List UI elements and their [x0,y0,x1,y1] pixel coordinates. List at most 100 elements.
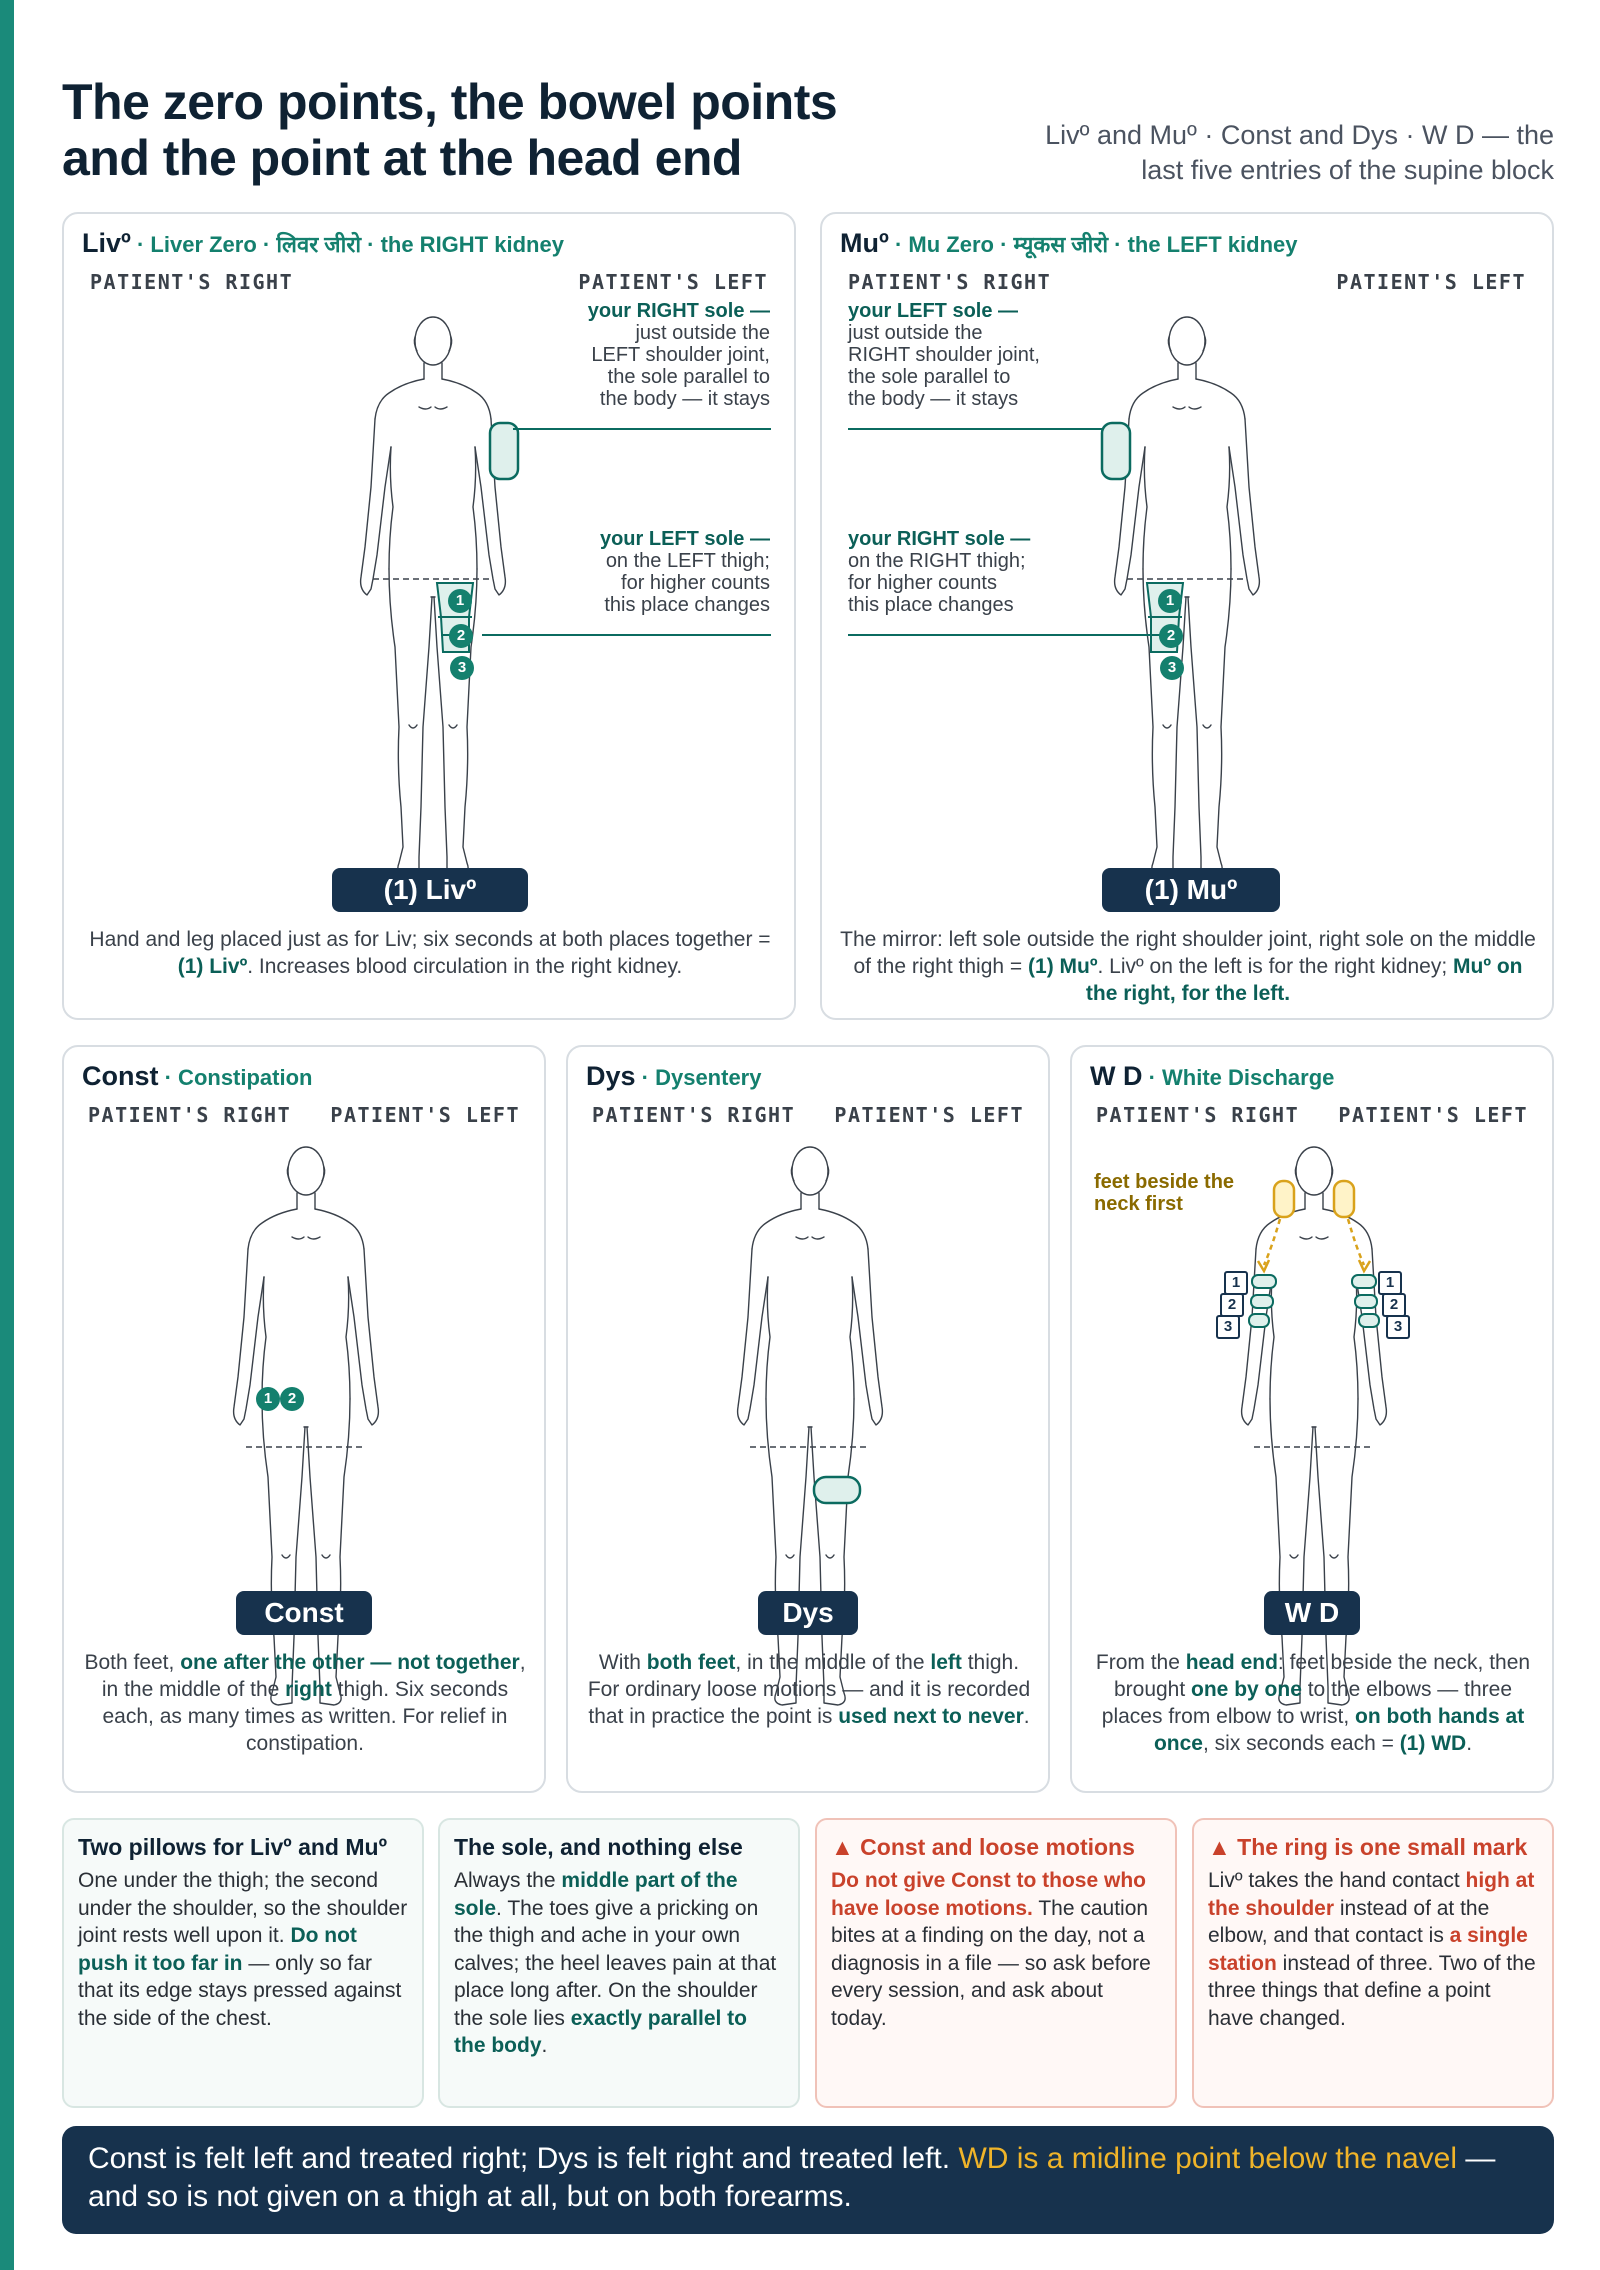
tip-text: . [541,2034,548,2057]
label-patient-left: PATIENT'S LEFT [330,1103,520,1127]
title-line-2: and the point at the head end [62,130,742,186]
card-heading: Const · Constipation [82,1061,312,1092]
desc-bold: left [930,1651,962,1674]
arm-number-right-1: 1 [1224,1271,1248,1295]
point-badge: (1) Muº [1102,868,1280,912]
tip-title: The sole, and nothing else [454,1834,743,1860]
card-description: Hand and leg placed just as for Liv; six… [80,926,780,980]
tip-text: instead of three. Two of the three thing… [1208,1951,1536,2030]
tip-the-sole: The sole, and nothing else Always the mi… [438,1818,800,2108]
card-white-discharge: W D · White Discharge PATIENT'S RIGHT PA… [1070,1045,1554,1793]
tip-text: Always the [454,1869,562,1892]
annotation-line: just outside the [635,322,770,344]
page-title: The zero points, the bowel points and th… [62,74,962,186]
card-subtitle: · Constipation [158,1065,313,1090]
annotation-heading: your RIGHT sole — [587,300,770,322]
desc-text: Both feet, [84,1651,181,1674]
thigh-number-3: 3 [450,656,474,680]
tip-text: — only so far that its edge stays presse… [78,1951,402,2030]
label-patient-right: PATIENT'S RIGHT [90,270,294,294]
card-description: From the head end: feet beside the neck,… [1086,1649,1540,1757]
thigh-number-1: 1 [1158,589,1182,613]
card-heading: Dys · Dysentery [586,1061,761,1092]
annotation-left-sole: your LEFT sole — just outside the RIGHT … [848,300,1040,410]
tip-bold: exactly parallel to the body [454,2006,747,2058]
annotation-line: for higher counts [848,572,997,594]
tip-text: One under the thigh; the second under th… [78,1869,408,1947]
subtitle-line-2: last five entries of the supine block [1141,155,1554,185]
desc-text: With [598,1651,647,1674]
annotation-heading: your LEFT sole — [599,528,770,550]
card-heading: W D · White Discharge [1090,1061,1334,1092]
thigh-number-2: 2 [1159,624,1183,648]
label-patient-right: PATIENT'S RIGHT [1096,1103,1300,1127]
card-heading: Livº · Liver Zero · लिवर जीरो · the RIGH… [82,228,564,259]
card-abbr: Const [82,1061,159,1091]
annotation-line: this place changes [604,594,770,616]
thigh-number-3: 3 [1160,656,1184,680]
card-subtitle: · Mu Zero · म्यूकस जीरो · the LEFT kidne… [888,232,1298,257]
annotation-line: on the LEFT thigh; [605,550,770,572]
card-dysentery: Dys · Dysentery PATIENT'S RIGHT PATIENT'… [566,1045,1050,1793]
leader-line [848,428,1102,430]
desc-bold: one by one [1191,1678,1302,1701]
body-figure-dys [736,1146,884,1706]
desc-bold: Muº on the right, for the left. [1085,955,1523,1005]
annotation-line: RIGHT shoulder joint, [848,344,1040,366]
desc-bold: head end [1185,1651,1278,1674]
card-abbr: W D [1090,1061,1143,1091]
desc-bold: (1) WD [1399,1732,1467,1755]
card-subtitle: · White Discharge [1142,1065,1335,1090]
desc-text: thigh. For ordinary loose motions — and … [587,1651,1031,1728]
arm-number-right-3: 3 [1216,1315,1240,1339]
banner-text: — and so is not given on a thigh at all,… [88,2142,1496,2213]
desc-bold: one after the other — not together [180,1651,520,1674]
annotation-line: LEFT shoulder joint, [591,344,770,366]
desc-text: . Increases blood circulation in the rig… [247,955,683,978]
tip-bold: a single station [1208,1924,1528,1975]
label-patient-right: PATIENT'S RIGHT [848,270,1052,294]
tip-bold: high at the shoulder [1208,1869,1535,1920]
thigh-number-2: 2 [280,1387,304,1411]
tip-two-pillows: Two pillows for Livº and Muº One under t… [62,1818,424,2108]
page-subtitle: Livº and Muº · Const and Dys · W D — the… [954,118,1554,188]
sole-marker-shoulder [488,421,520,481]
desc-text: , in the middle of the [735,1651,931,1674]
desc-text: . [1023,1705,1030,1728]
annotation-heading: your RIGHT sole — [848,528,1031,550]
arm-number-right-2: 2 [1220,1293,1244,1317]
desc-bold: (1) Livº [177,955,248,978]
tip-text: . The toes give a pricking on the thigh … [454,1896,777,2030]
annotation-heading: your LEFT sole — [848,300,1019,322]
summary-banner: Const is felt left and treated right; Dy… [62,2126,1554,2234]
foot-marker-neck-left [1332,1179,1356,1219]
tip-text: instead of at the elbow, and that contac… [1208,1896,1490,1948]
desc-text: , in the middle of the [101,1651,526,1701]
arm-number-left-1: 1 [1378,1271,1402,1295]
annotation-line: just outside the [848,322,983,344]
body-figure-const [232,1146,380,1706]
point-badge: W D [1264,1591,1360,1635]
desc-bold: used next to never [838,1705,1024,1728]
card-heading: Muº · Mu Zero · म्यूकस जीरो · the LEFT k… [840,228,1297,259]
tip-body: Do not give Const to those who have loos… [831,1867,1161,2032]
annotation-line: the sole parallel to [848,366,1011,388]
desc-bold: both feet [646,1651,736,1674]
body-figure-mu [1100,316,1261,876]
label-patient-left: PATIENT'S LEFT [1336,270,1526,294]
label-patient-left: PATIENT'S LEFT [578,270,768,294]
annotation-line: the body — it stays [848,388,1019,410]
point-badge: Const [236,1591,372,1635]
card-description: Both feet, one after the other — not tog… [78,1649,532,1757]
annotation-line: the sole parallel to [607,366,770,388]
point-badge: Dys [758,1591,858,1635]
foot-marker-neck-right [1272,1179,1296,1219]
annotation-line: this place changes [848,594,1014,616]
card-abbr: Muº [840,228,889,258]
annotation-line: feet beside the [1094,1171,1235,1193]
body-figure-wd [1240,1146,1388,1706]
label-patient-right: PATIENT'S RIGHT [88,1103,292,1127]
desc-text: Hand and leg placed just as for Liv; six… [89,928,771,951]
desc-text: to the elbows — three places from elbow … [1101,1678,1513,1728]
card-subtitle: · Dysentery [635,1065,762,1090]
